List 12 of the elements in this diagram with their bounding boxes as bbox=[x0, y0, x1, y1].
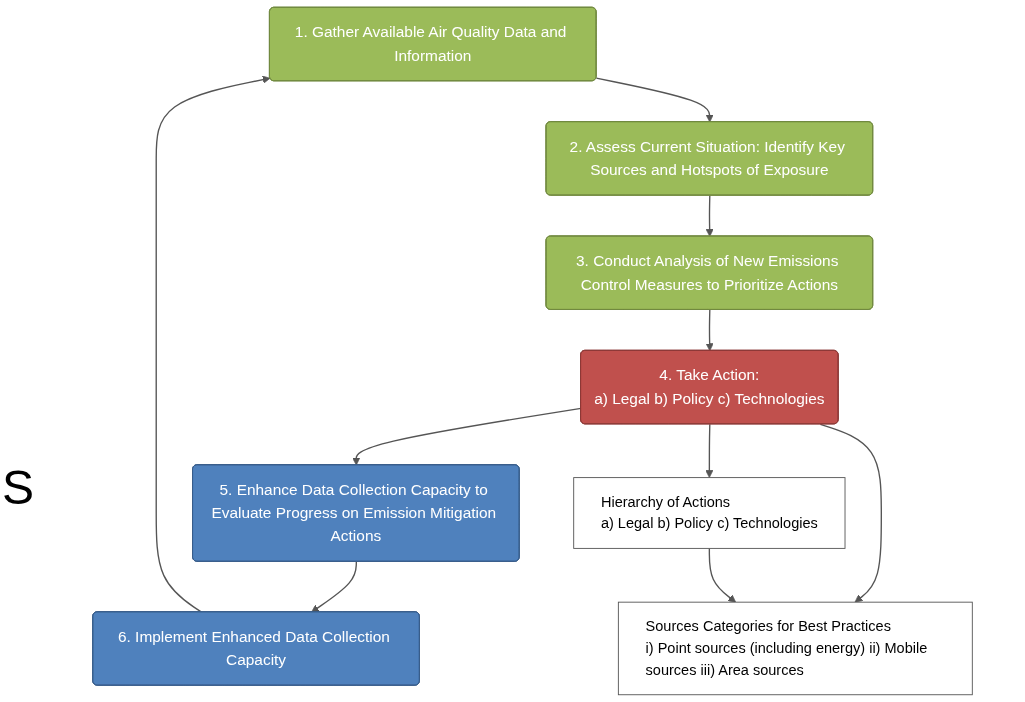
arrow bbox=[708, 547, 737, 603]
node-box: Hierarchy of Actions a) Legal b) Policy c) Technologies bbox=[573, 477, 846, 549]
arrow bbox=[311, 561, 357, 613]
arrow bbox=[705, 194, 714, 237]
arrow bbox=[352, 407, 582, 466]
arrow bbox=[155, 75, 271, 613]
text-fragment: S bbox=[2, 460, 34, 515]
node-box: Sources Categories for Best Practices i) Point sources (including energy) ii) Mobile sources iii) Area sources bbox=[617, 601, 973, 696]
arrow bbox=[595, 77, 714, 123]
arrow bbox=[819, 423, 882, 603]
arrow bbox=[705, 423, 714, 478]
arrow bbox=[705, 309, 714, 352]
